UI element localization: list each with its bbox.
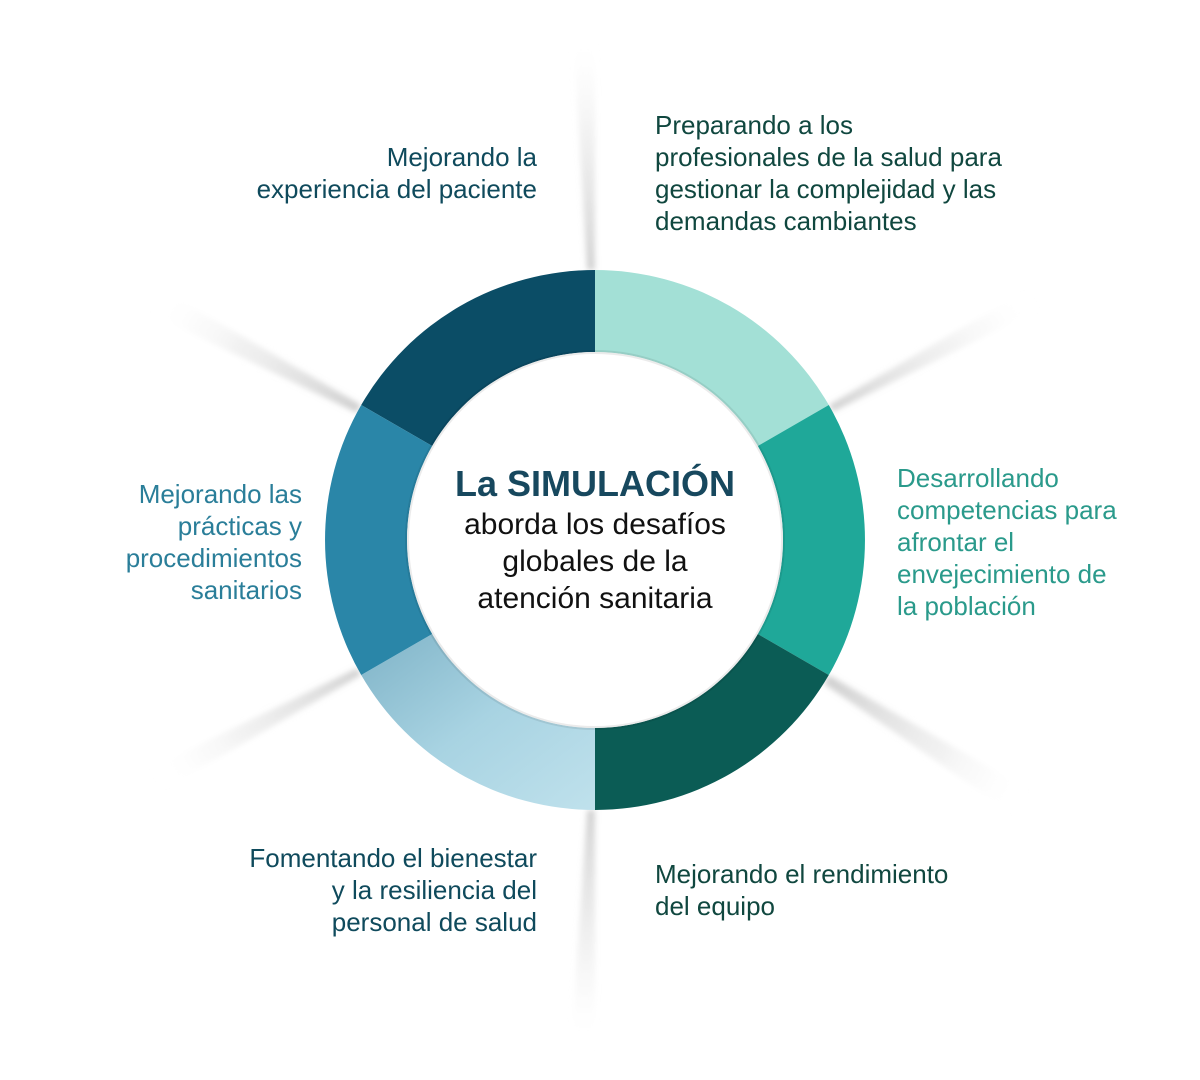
label-line: Mejorando el rendimiento — [655, 859, 949, 889]
label-patient-experience: Mejorando la experiencia del paciente — [257, 141, 537, 205]
label-line: y la resiliencia del — [331, 875, 537, 905]
label-line: profesionales de la salud para — [655, 142, 1002, 172]
segment-left — [325, 405, 433, 675]
segment-top-right — [595, 270, 829, 446]
label-line: demandas cambiantes — [655, 206, 917, 236]
label-line: afrontar el — [897, 527, 1015, 557]
center-title-prefix: La — [454, 463, 497, 504]
label-line: Desarrollando — [897, 463, 1059, 493]
label-line: gestionar la complejidad y las — [655, 174, 997, 204]
label-line: competencias para — [897, 495, 1117, 525]
label-line: personal de salud — [331, 907, 537, 937]
center-caption: La SIMULACIÓN aborda los desafíos global… — [410, 462, 780, 617]
label-line: Fomentando el bienestar — [249, 843, 537, 873]
center-subtitle-line-2: globales de la — [502, 545, 688, 578]
label-line: Preparando a los — [655, 110, 854, 140]
segment-bottom-left — [361, 634, 595, 810]
segment-right — [757, 405, 865, 675]
label-staff-wellbeing: Fomentando el bienestar y la resiliencia… — [249, 842, 537, 938]
center-title-emphasis: SIMULACIÓN — [507, 463, 736, 504]
label-line: prácticas y — [177, 511, 302, 541]
label-preparing-professionals: Preparando a los profesionales de la sal… — [655, 109, 1002, 237]
label-team-performance: Mejorando el rendimiento del equipo — [655, 858, 948, 922]
center-subtitle-line-3: atención sanitaria — [477, 582, 713, 615]
label-healthcare-practices: Mejorando las prácticas y procedimientos… — [126, 478, 302, 606]
label-aging-population: Desarrollando competencias para afrontar… — [897, 462, 1117, 622]
label-line: procedimientos — [125, 543, 302, 573]
label-line: experiencia del paciente — [256, 174, 537, 204]
label-line: Mejorando las — [138, 479, 302, 509]
label-line: sanitarios — [190, 575, 302, 605]
segment-bottom-right — [595, 634, 829, 810]
divider-shadows — [148, 30, 1040, 1050]
segment-top-left — [361, 270, 595, 446]
ring — [325, 270, 865, 810]
label-line: la población — [897, 591, 1036, 621]
label-line: del equipo — [655, 891, 775, 921]
center-subtitle-line-1: aborda los desafíos — [464, 508, 726, 541]
center-title: La SIMULACIÓN — [410, 462, 780, 506]
label-line: Mejorando la — [386, 142, 537, 172]
label-line: envejecimiento de — [897, 559, 1107, 589]
